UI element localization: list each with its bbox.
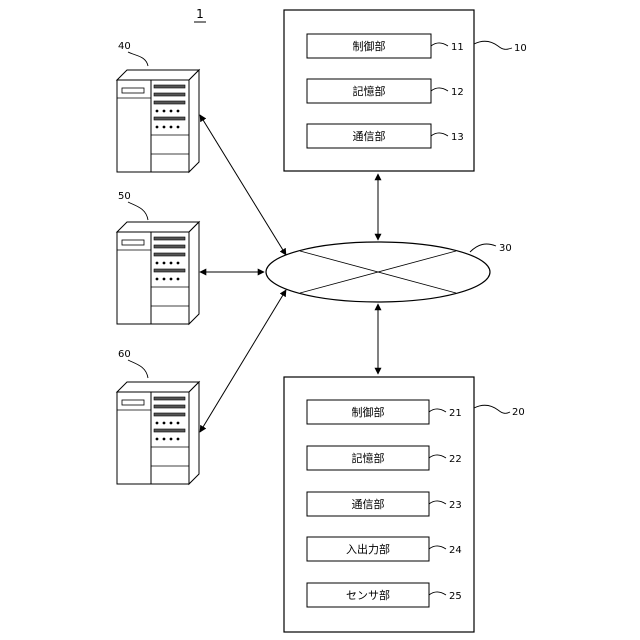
part-label: 入出力部 — [346, 542, 390, 556]
server-40: 40 — [117, 41, 199, 172]
unit-10-leader — [474, 41, 512, 49]
system-label: 1 — [196, 7, 204, 21]
server-60: 60 — [117, 349, 199, 484]
link-server-40-network — [200, 115, 286, 255]
network-leader — [470, 244, 496, 252]
network-ref: 30 — [499, 243, 512, 254]
part-label: 通信部 — [352, 497, 385, 511]
unit-10-ref: 10 — [514, 43, 527, 54]
part-label: 通信部 — [353, 129, 386, 143]
server-ref: 50 — [118, 191, 131, 202]
device-unit-10: 10 制御部 11 記憶部 12 通信部 13 — [284, 10, 527, 171]
part-ref: 11 — [451, 42, 464, 53]
server-tower-icon — [117, 222, 199, 324]
server-50: 50 — [117, 191, 199, 324]
server-leader — [128, 360, 148, 378]
server-leader — [128, 202, 148, 220]
unit-20-leader — [474, 405, 510, 413]
part-label: 制御部 — [352, 405, 385, 419]
part-label: センサ部 — [346, 588, 390, 602]
part-ref: 22 — [449, 454, 462, 465]
part-ref: 13 — [451, 132, 464, 143]
part-label: 記憶部 — [353, 84, 386, 98]
part-label: 制御部 — [353, 39, 386, 53]
part-ref: 24 — [449, 545, 462, 556]
part-ref: 21 — [449, 408, 462, 419]
server-ref: 40 — [118, 41, 131, 52]
part-ref: 23 — [449, 500, 462, 511]
part-label: 記憶部 — [352, 451, 385, 465]
link-server-60-network — [200, 290, 286, 432]
server-leader — [128, 52, 148, 66]
server-tower-icon — [117, 382, 199, 484]
network-30: 30 — [266, 242, 512, 302]
unit-20-ref: 20 — [512, 407, 525, 418]
server-tower-icon — [117, 70, 199, 172]
part-ref: 12 — [451, 87, 464, 98]
server-ref: 60 — [118, 349, 131, 360]
device-unit-20: 20 制御部 21 記憶部 22 通信部 23 入出力部 24 センサ部 — [284, 377, 525, 632]
part-ref: 25 — [449, 591, 462, 602]
